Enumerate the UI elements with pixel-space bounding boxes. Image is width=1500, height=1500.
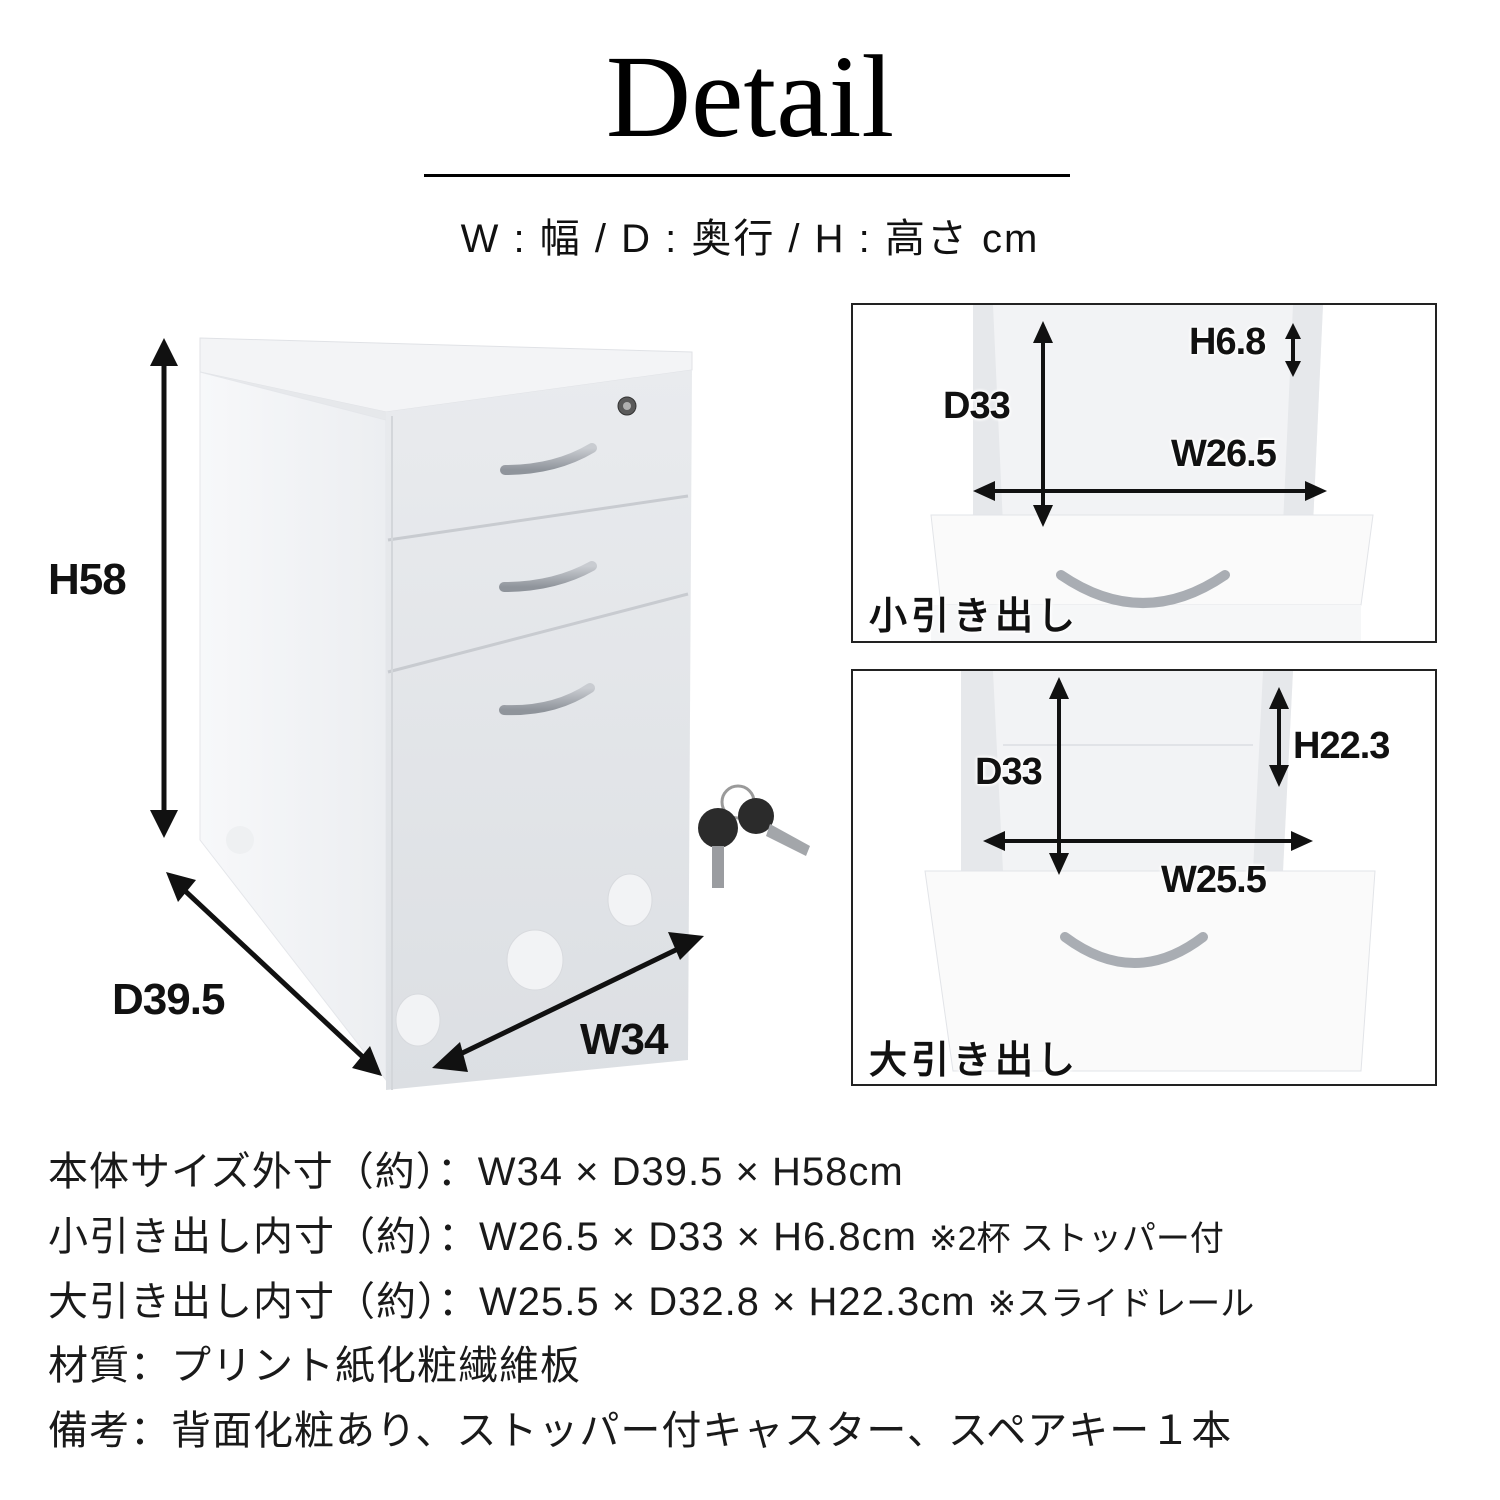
spec-value: ：W26.5 × D33 × H6.8cm [438, 1215, 917, 1259]
spec-value: ：背面化粧あり、ストッパー付キャスター、スペアキー１本 [130, 1409, 1233, 1453]
large-drawer-width-label: W25.5 [1161, 859, 1267, 901]
spec-value: ：W34 × D39.5 × H58cm [436, 1150, 904, 1194]
title-divider [424, 174, 1070, 177]
spec-small-drawer: 小引き出し内寸（約）：W26.5 × D33 × H6.8cm ※2杯 ストッパ… [48, 1217, 1224, 1257]
spec-value: ：プリント紙化粧繊維板 [130, 1344, 581, 1388]
width-dimension-label: W34 [580, 1015, 668, 1064]
depth-dimension-label: D39.5 [112, 975, 225, 1024]
large-drawer-caption: 大引き出し [869, 1040, 1080, 1082]
height-dimension-label: H58 [48, 555, 127, 604]
large-drawer-drawing [924, 671, 1376, 1072]
large-drawer-depth-label: D33 [975, 751, 1043, 793]
large-drawer-panel: D33 H22.3 W25.5 大引き出し [851, 669, 1437, 1086]
small-drawer-caption: 小引き出し [869, 596, 1080, 638]
large-drawer-height-label: H22.3 [1293, 725, 1390, 767]
spec-label: 大引き出し内寸（約） [48, 1280, 438, 1324]
spec-label: 材質 [48, 1344, 130, 1388]
spec-value: ：W25.5 × D32.8 × H22.3cm [438, 1280, 976, 1324]
spec-material: 材質：プリント紙化粧繊維板 [48, 1346, 581, 1386]
spec-outer-size: 本体サイズ外寸（約）：W34 × D39.5 × H58cm [48, 1152, 904, 1192]
small-drawer-panel: D33 H6.8 W26.5 小引き出し [851, 303, 1437, 643]
cabinet-drawing [150, 337, 704, 1090]
spec-large-drawer: 大引き出し内寸（約）：W25.5 × D32.8 × H22.3cm ※スライド… [48, 1282, 1254, 1322]
page-title: Detail [605, 31, 895, 162]
keys-icon [686, 776, 816, 896]
spec-note: ※スライドレール [987, 1285, 1255, 1323]
small-drawer-drawing [930, 305, 1374, 641]
spec-remarks: 備考：背面化粧あり、ストッパー付キャスター、スペアキー１本 [48, 1411, 1232, 1451]
spec-note: ※2杯 ストッパー付 [929, 1220, 1224, 1258]
spec-label: 備考 [48, 1409, 130, 1453]
small-drawer-height-label: H6.8 [1189, 321, 1266, 363]
small-drawer-width-label: W26.5 [1171, 433, 1277, 475]
cabinet-illustration [40, 320, 820, 1100]
small-drawer-depth-label: D33 [943, 385, 1011, 427]
spec-label: 小引き出し内寸（約） [48, 1215, 438, 1259]
units-legend: W : 幅 / D : 奥行 / H : 高さ cm [460, 217, 1040, 261]
spec-label: 本体サイズ外寸（約） [48, 1150, 437, 1194]
